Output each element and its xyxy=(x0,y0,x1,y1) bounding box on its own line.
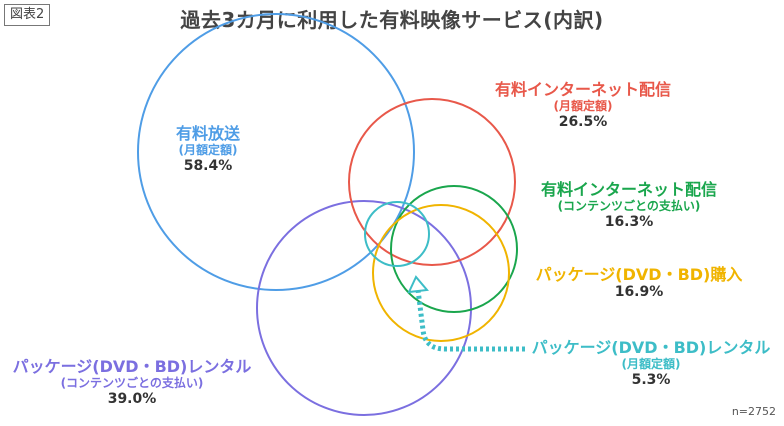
package-purchase-pct: 16.9% xyxy=(614,284,664,301)
label-package-rental-monthly: パッケージ(DVD・BD)レンタル (月額定額) 5.3% xyxy=(520,338,782,388)
label-internet-monthly: 有料インターネット配信 (月額定額) 26.5% xyxy=(458,80,708,130)
internet-monthly-name: 有料インターネット配信 xyxy=(494,80,671,99)
flat-rate-tv-sub: (月額定額) xyxy=(178,143,238,158)
internet-monthly-sub: (月額定額) xyxy=(553,99,613,114)
chart-title: 過去3カ月に利用した有料映像サービス(内訳) xyxy=(180,8,604,32)
label-internet-per-content: 有料インターネット配信 (コンテンツごとの支払い) 16.3% xyxy=(504,180,754,230)
figure-label: 図表2 xyxy=(4,4,51,26)
flat-rate-tv-name: 有料放送 xyxy=(175,124,240,143)
circle-package-rental-monthly xyxy=(364,201,430,267)
circle-package-rental-per-content xyxy=(256,200,472,416)
rental-monthly-pct: 5.3% xyxy=(631,371,671,388)
internet-monthly-pct: 26.5% xyxy=(558,113,608,130)
circle-package-purchase xyxy=(372,204,510,342)
rental-monthly-name: パッケージ(DVD・BD)レンタル xyxy=(531,338,771,357)
label-flat-rate-tv: 有料放送 (月額定額) 58.4% xyxy=(148,124,268,174)
internet-content-pct: 16.3% xyxy=(604,213,654,230)
callout-arrow xyxy=(407,275,525,352)
circle-internet-per-content xyxy=(390,185,518,313)
rental-monthly-sub: (月額定額) xyxy=(621,357,681,372)
circle-internet-monthly xyxy=(348,98,516,266)
rental-content-pct: 39.0% xyxy=(107,390,157,407)
label-package-rental-per-content: パッケージ(DVD・BD)レンタル (コンテンツごとの支払い) 39.0% xyxy=(4,357,260,407)
package-purchase-name: パッケージ(DVD・BD)購入 xyxy=(535,265,743,284)
rental-content-sub: (コンテンツごとの支払い) xyxy=(60,376,204,391)
internet-content-name: 有料インターネット配信 xyxy=(540,180,717,199)
sample-size-note: n=2752 xyxy=(731,405,776,418)
circle-flat-rate-tv xyxy=(137,13,415,291)
rental-content-name: パッケージ(DVD・BD)レンタル xyxy=(12,357,252,376)
internet-content-sub: (コンテンツごとの支払い) xyxy=(557,199,701,214)
label-package-purchase: パッケージ(DVD・BD)購入 16.9% xyxy=(514,265,764,301)
flat-rate-tv-pct: 58.4% xyxy=(183,157,233,174)
